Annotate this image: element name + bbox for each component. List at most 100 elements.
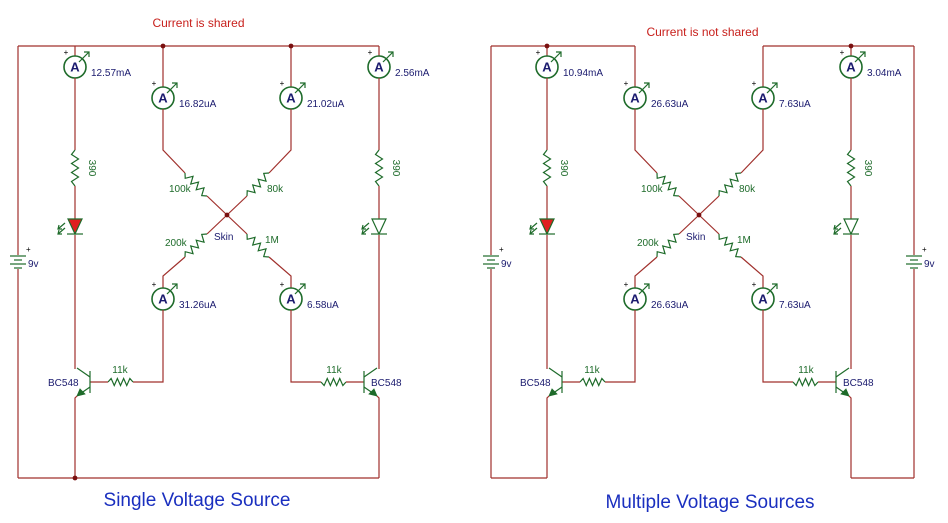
ammeter-reading: 7.63uA bbox=[779, 300, 811, 311]
battery-value: 9v bbox=[501, 259, 512, 270]
skin-resistor-200k-value: 200k bbox=[165, 238, 188, 249]
transistor-collector bbox=[548, 367, 563, 378]
light-arrow bbox=[361, 222, 370, 230]
wire bbox=[268, 109, 292, 174]
transistor-right-label: BC548 bbox=[371, 378, 402, 389]
light-arrow bbox=[833, 227, 842, 235]
led-triangle bbox=[843, 218, 859, 236]
section-header: Current is not shared bbox=[646, 25, 758, 39]
ammeter-arrow-icon bbox=[294, 82, 306, 94]
skin-resistor-80k-value: 80k bbox=[267, 184, 284, 195]
ammeter-top-left: A+16.82uA bbox=[151, 79, 217, 110]
led-resistor-right-value: 390 bbox=[862, 160, 873, 177]
junction-dot bbox=[288, 43, 294, 49]
ammeter-symbol: A bbox=[158, 292, 168, 307]
arrow-shaft bbox=[78, 51, 90, 63]
plus-sign: + bbox=[368, 48, 373, 57]
skin-resistor-1m bbox=[246, 233, 270, 258]
ammeter-arrow-icon bbox=[382, 51, 394, 63]
ammeter-reading: 16.82uA bbox=[179, 99, 217, 110]
ammeter-symbol: A bbox=[846, 60, 856, 75]
ammeter-reading: 6.58uA bbox=[307, 300, 339, 311]
wire bbox=[678, 195, 700, 216]
ammeter-symbol: A bbox=[542, 60, 552, 75]
skin-resistor-1m-value: 1M bbox=[265, 235, 279, 246]
light-arrow-head bbox=[57, 224, 62, 230]
wire bbox=[226, 214, 248, 235]
led-resistor-right bbox=[374, 149, 384, 187]
ammeter-top-right: A+7.63uA bbox=[751, 79, 811, 110]
ammeter-symbol: A bbox=[286, 91, 296, 106]
plus-sign: + bbox=[152, 79, 157, 88]
plus-sign: + bbox=[280, 280, 285, 289]
junction-dot bbox=[544, 43, 550, 49]
arrow-head bbox=[84, 51, 90, 57]
ammeter-reading: 12.57mA bbox=[91, 68, 131, 79]
wire bbox=[290, 310, 321, 383]
ammeter-symbol: A bbox=[374, 60, 384, 75]
ammeter-arrow-icon bbox=[638, 82, 650, 94]
skin-resistor-100k-value: 100k bbox=[641, 184, 664, 195]
led-resistor-left-value: 390 bbox=[86, 160, 97, 177]
base-resistor-right bbox=[320, 377, 347, 387]
ammeter-top-left: A+26.63uA bbox=[623, 79, 689, 110]
wire bbox=[226, 195, 248, 216]
ammeter-arrow-icon bbox=[766, 82, 778, 94]
arrow-shaft bbox=[638, 283, 650, 295]
light-arrow-head bbox=[529, 224, 534, 230]
junction-dot bbox=[160, 43, 166, 49]
emitter-arrow-icon bbox=[840, 388, 850, 397]
wire bbox=[546, 395, 550, 478]
ammeter-symbol: A bbox=[630, 292, 640, 307]
led-resistor-left bbox=[70, 149, 80, 187]
transistor-left-label: BC548 bbox=[48, 378, 79, 389]
light-arrow-head bbox=[529, 229, 534, 235]
skin-resistor-80k bbox=[718, 172, 742, 197]
skin-resistor-200k bbox=[184, 233, 208, 258]
base-resistor-left bbox=[107, 377, 134, 387]
wire bbox=[206, 195, 228, 216]
ammeter-symbol: A bbox=[70, 60, 80, 75]
arrow-shaft bbox=[854, 51, 866, 63]
emitter-arrow-icon bbox=[76, 388, 86, 397]
wire bbox=[848, 395, 852, 478]
base-resistor-right bbox=[792, 377, 819, 387]
skin-resistor-1m bbox=[718, 233, 742, 258]
light-arrows-icon bbox=[361, 222, 370, 235]
junction-dot bbox=[696, 212, 702, 218]
plus-sign: + bbox=[752, 79, 757, 88]
ammeter-symbol: A bbox=[758, 292, 768, 307]
ammeter-arrow-icon bbox=[550, 51, 562, 63]
ammeter-arrow-icon bbox=[166, 82, 178, 94]
battery-source: +9v bbox=[10, 46, 39, 478]
emitter-arrow-icon bbox=[368, 388, 378, 397]
plus-sign: + bbox=[152, 280, 157, 289]
light-arrow bbox=[57, 227, 66, 235]
ammeter-reading: 7.63uA bbox=[779, 99, 811, 110]
led-resistor-left-value: 390 bbox=[558, 160, 569, 177]
light-arrow-head bbox=[833, 224, 838, 230]
arrow-head bbox=[860, 51, 866, 57]
light-arrow bbox=[529, 227, 538, 235]
led-resistor-right bbox=[846, 149, 856, 187]
plus-sign: + bbox=[752, 280, 757, 289]
light-arrow-head bbox=[361, 229, 366, 235]
base-resistor-right-value: 11k bbox=[326, 365, 342, 376]
light-arrow-head bbox=[361, 224, 366, 230]
led-triangle bbox=[67, 218, 83, 236]
light-arrow bbox=[833, 222, 842, 230]
wire bbox=[634, 256, 658, 288]
junction-dot bbox=[848, 43, 854, 49]
section-caption: Multiple Voltage Sources bbox=[605, 492, 814, 513]
skin-resistor-200k-value: 200k bbox=[637, 238, 660, 249]
wire bbox=[698, 214, 720, 235]
light-arrows-icon bbox=[833, 222, 842, 235]
arrow-shaft bbox=[294, 283, 306, 295]
wire bbox=[376, 395, 380, 478]
transistor-collector bbox=[76, 367, 91, 378]
arrow-head bbox=[556, 51, 562, 57]
ammeter-reading: 26.63uA bbox=[651, 99, 689, 110]
led-resistor-left bbox=[542, 149, 552, 187]
